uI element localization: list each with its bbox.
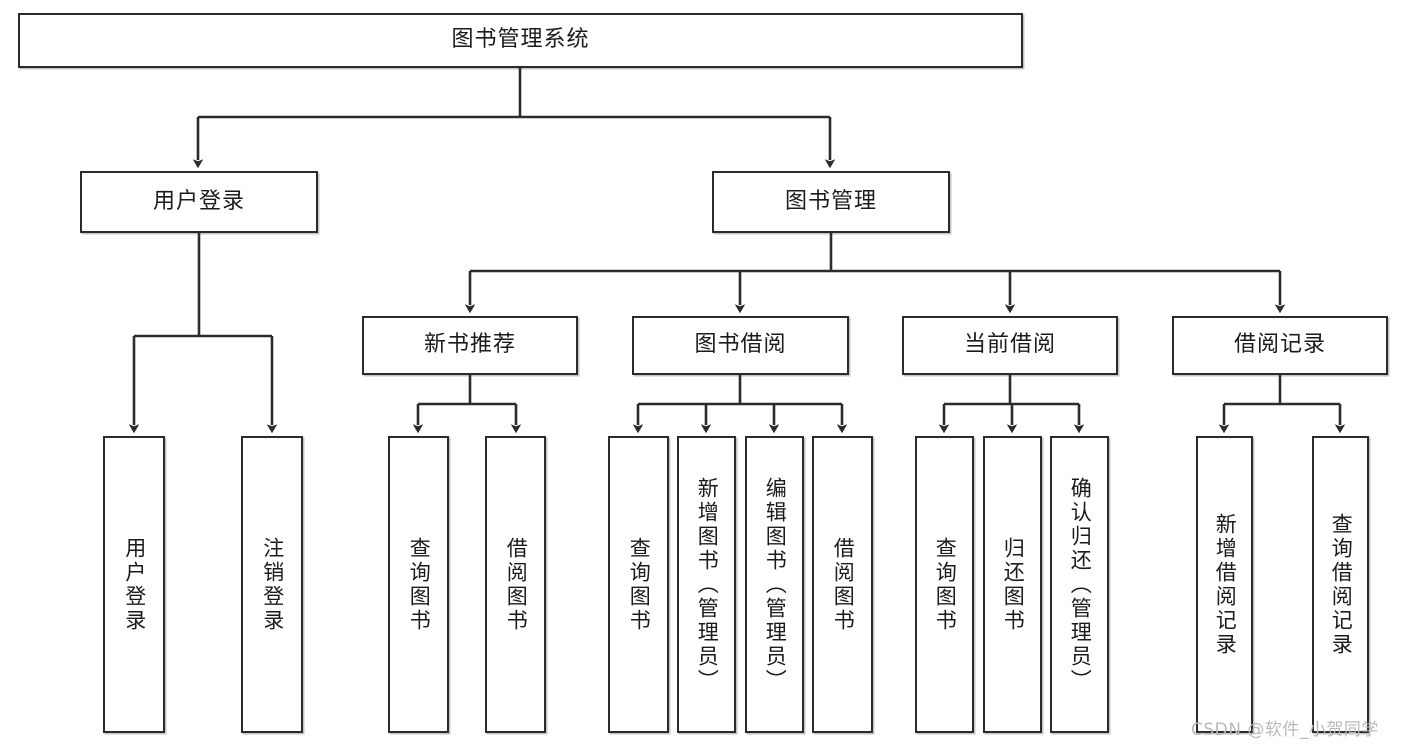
node-leaf-add-book[interactable]: 新增图书（管理员） [677, 436, 736, 733]
node-borrow-record-label: 借阅记录 [1233, 332, 1326, 358]
node-leaf-borrow-book-recommend-label: 借阅图书 [504, 536, 529, 633]
node-leaf-query-borrow-record[interactable]: 查询借阅记录 [1312, 436, 1369, 733]
node-root-label: 图书管理系统 [451, 27, 590, 53]
node-leaf-query-book-borrow[interactable]: 查询图书 [608, 436, 669, 733]
node-leaf-query-book-current-label: 查询图书 [933, 536, 958, 633]
node-book-borrow-label: 图书借阅 [694, 332, 787, 358]
node-leaf-add-book-label: 新增图书（管理员） [695, 476, 720, 693]
node-leaf-add-borrow-record-label: 新增借阅记录 [1213, 512, 1238, 657]
node-leaf-borrow-book-recommend[interactable]: 借阅图书 [485, 436, 546, 733]
node-leaf-edit-book[interactable]: 编辑图书（管理员） [745, 436, 804, 733]
node-leaf-query-book-current[interactable]: 查询图书 [915, 436, 974, 733]
node-current-borrow-label: 当前借阅 [963, 332, 1056, 358]
node-leaf-query-book-recommend-label: 查询图书 [407, 536, 432, 633]
node-leaf-borrow-book[interactable]: 借阅图书 [812, 436, 873, 733]
node-borrow-record[interactable]: 借阅记录 [1172, 316, 1388, 375]
node-user-login-label: 用户登录 [152, 188, 245, 214]
node-leaf-user-login[interactable]: 用户登录 [103, 436, 165, 733]
node-leaf-query-borrow-record-label: 查询借阅记录 [1329, 512, 1354, 657]
node-current-borrow[interactable]: 当前借阅 [902, 316, 1118, 375]
node-leaf-user-logout[interactable]: 注销登录 [241, 436, 303, 733]
node-leaf-user-logout-label: 注销登录 [260, 536, 285, 633]
node-book-management[interactable]: 图书管理 [712, 171, 950, 233]
node-root[interactable]: 图书管理系统 [18, 13, 1023, 68]
node-leaf-edit-book-label: 编辑图书（管理员） [763, 476, 788, 693]
node-leaf-return-book-label: 归还图书 [1001, 536, 1026, 633]
node-leaf-query-book-borrow-label: 查询图书 [627, 536, 652, 633]
node-leaf-query-book-recommend[interactable]: 查询图书 [388, 436, 449, 733]
node-leaf-borrow-book-label: 借阅图书 [831, 536, 856, 633]
node-new-book-recommend[interactable]: 新书推荐 [362, 316, 578, 375]
node-new-book-recommend-label: 新书推荐 [423, 332, 516, 358]
node-leaf-confirm-return-label: 确认归还（管理员） [1068, 476, 1093, 693]
node-user-login[interactable]: 用户登录 [80, 171, 318, 233]
node-leaf-return-book[interactable]: 归还图书 [983, 436, 1042, 733]
node-book-management-label: 图书管理 [784, 188, 877, 214]
node-leaf-add-borrow-record[interactable]: 新增借阅记录 [1196, 436, 1253, 733]
node-leaf-user-login-label: 用户登录 [122, 536, 147, 633]
node-book-borrow[interactable]: 图书借阅 [632, 316, 849, 375]
csdn-watermark: CSDN @软件_小贺同学 [1191, 720, 1379, 740]
node-leaf-confirm-return[interactable]: 确认归还（管理员） [1050, 436, 1109, 733]
